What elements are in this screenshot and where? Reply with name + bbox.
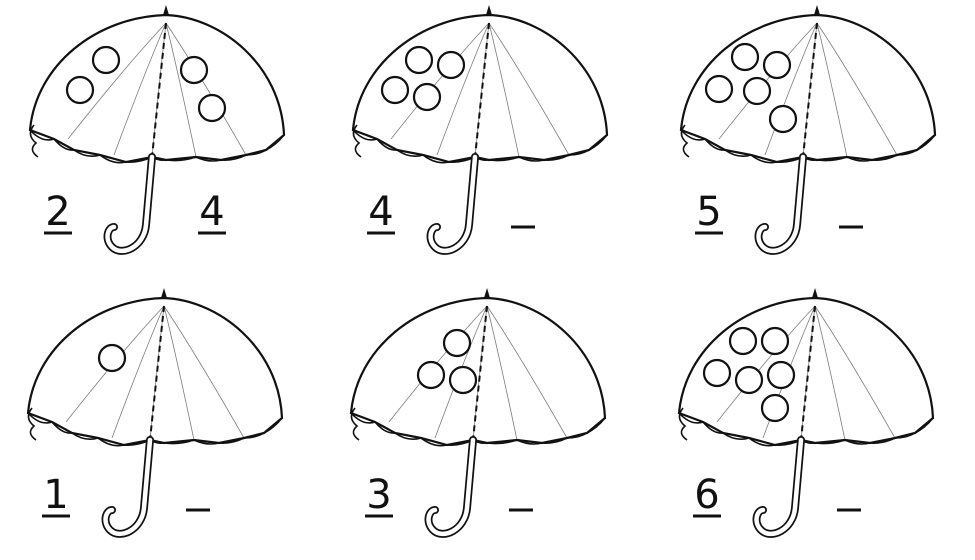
divider-dashed-line: [802, 22, 818, 158]
count-circle-left: [730, 42, 760, 72]
handle-outline: [424, 436, 477, 538]
right-number: 4: [199, 189, 224, 235]
divider-dashed-line: [151, 22, 167, 158]
divider-dashed-line: [474, 22, 490, 158]
umbrella-2: 4: [351, 5, 609, 255]
canopy-rib: [163, 305, 245, 439]
canopy-rib: [488, 22, 570, 156]
canopy-rib: [113, 22, 167, 156]
canopy-hem: [27, 412, 283, 447]
canopy-rib: [814, 305, 846, 441]
handle-fill: [756, 154, 806, 254]
canopy-rib: [434, 305, 488, 439]
count-circle-left: [702, 358, 732, 388]
count-circle-left: [760, 326, 790, 356]
canopy-hem: [678, 412, 934, 447]
strap: [350, 407, 360, 441]
count-circle-left: [734, 365, 764, 395]
canopy-rib: [716, 305, 816, 423]
left-number: 4: [368, 189, 393, 235]
count-circle-left: [704, 74, 734, 104]
divider-dashed-line: [472, 305, 488, 441]
handle-outline: [103, 153, 156, 255]
left-number: 1: [43, 472, 68, 518]
strap: [29, 124, 39, 158]
left-number: 5: [696, 189, 721, 235]
canopy-rib: [165, 22, 197, 158]
handle-fill: [105, 154, 155, 254]
count-circle-left: [448, 365, 478, 395]
handle-outline: [101, 436, 154, 538]
canopy-rib: [111, 305, 165, 439]
strap: [352, 124, 362, 158]
handle-fill: [754, 437, 804, 537]
strap: [27, 407, 37, 441]
umbrella-tip: [484, 288, 490, 298]
canopy-rib: [67, 22, 167, 140]
count-circle-left: [404, 45, 434, 75]
canopy-hem: [350, 412, 606, 447]
count-circle-left: [436, 50, 466, 80]
canopy-rib: [163, 305, 195, 441]
umbrella-tip: [163, 5, 169, 15]
count-circle-left: [442, 328, 472, 358]
strap: [680, 124, 690, 158]
canopy-rib: [388, 305, 488, 423]
count-circle-left: [766, 360, 796, 390]
canopy-rib: [486, 305, 568, 439]
canopy-rib: [814, 305, 896, 439]
canopy-hem: [680, 129, 936, 164]
left-number: 2: [45, 189, 70, 235]
canopy-hem: [29, 129, 285, 164]
divider-dashed-line: [149, 305, 165, 441]
left-number: 6: [694, 472, 719, 518]
strap: [678, 407, 688, 441]
handle-outline: [754, 153, 807, 255]
handle-fill: [426, 437, 476, 537]
count-circle-left: [728, 326, 758, 356]
count-circle-left: [762, 50, 792, 80]
umbrella-4: 1: [26, 288, 284, 538]
count-circle-left: [97, 343, 127, 373]
handle-fill: [103, 437, 153, 537]
umbrella-tip: [161, 288, 167, 298]
canopy-rib: [488, 22, 520, 158]
canopy-rib: [436, 22, 490, 156]
count-circle-left: [768, 104, 798, 134]
canopy-outline: [349, 296, 607, 447]
umbrella-tip: [814, 5, 820, 15]
count-circle-right: [179, 55, 209, 85]
count-circle-left: [416, 360, 446, 390]
canopy-hem: [352, 129, 608, 164]
divider-dashed-line: [800, 305, 816, 441]
count-circle-right: [197, 93, 227, 123]
canopy-outline: [26, 296, 284, 447]
count-circle-left: [91, 45, 121, 75]
count-circle-left: [412, 82, 442, 112]
canopy-rib: [486, 305, 518, 441]
handle-fill: [428, 154, 478, 254]
handle-outline: [426, 153, 479, 255]
umbrella-6: 6: [677, 288, 935, 538]
left-number: 3: [366, 472, 391, 518]
canopy-rib: [764, 22, 818, 156]
canopy-outline: [28, 13, 286, 164]
canopy-rib: [816, 22, 898, 156]
umbrella-3: 5: [679, 5, 937, 255]
handle-outline: [752, 436, 805, 538]
count-circle-left: [65, 75, 95, 105]
count-circle-left: [380, 75, 410, 105]
count-circle-left: [742, 76, 772, 106]
umbrella-tip: [486, 5, 492, 15]
umbrella-5: 3: [349, 288, 607, 538]
canopy-rib: [816, 22, 848, 158]
umbrella-tip: [812, 288, 818, 298]
count-circle-left: [760, 393, 790, 423]
